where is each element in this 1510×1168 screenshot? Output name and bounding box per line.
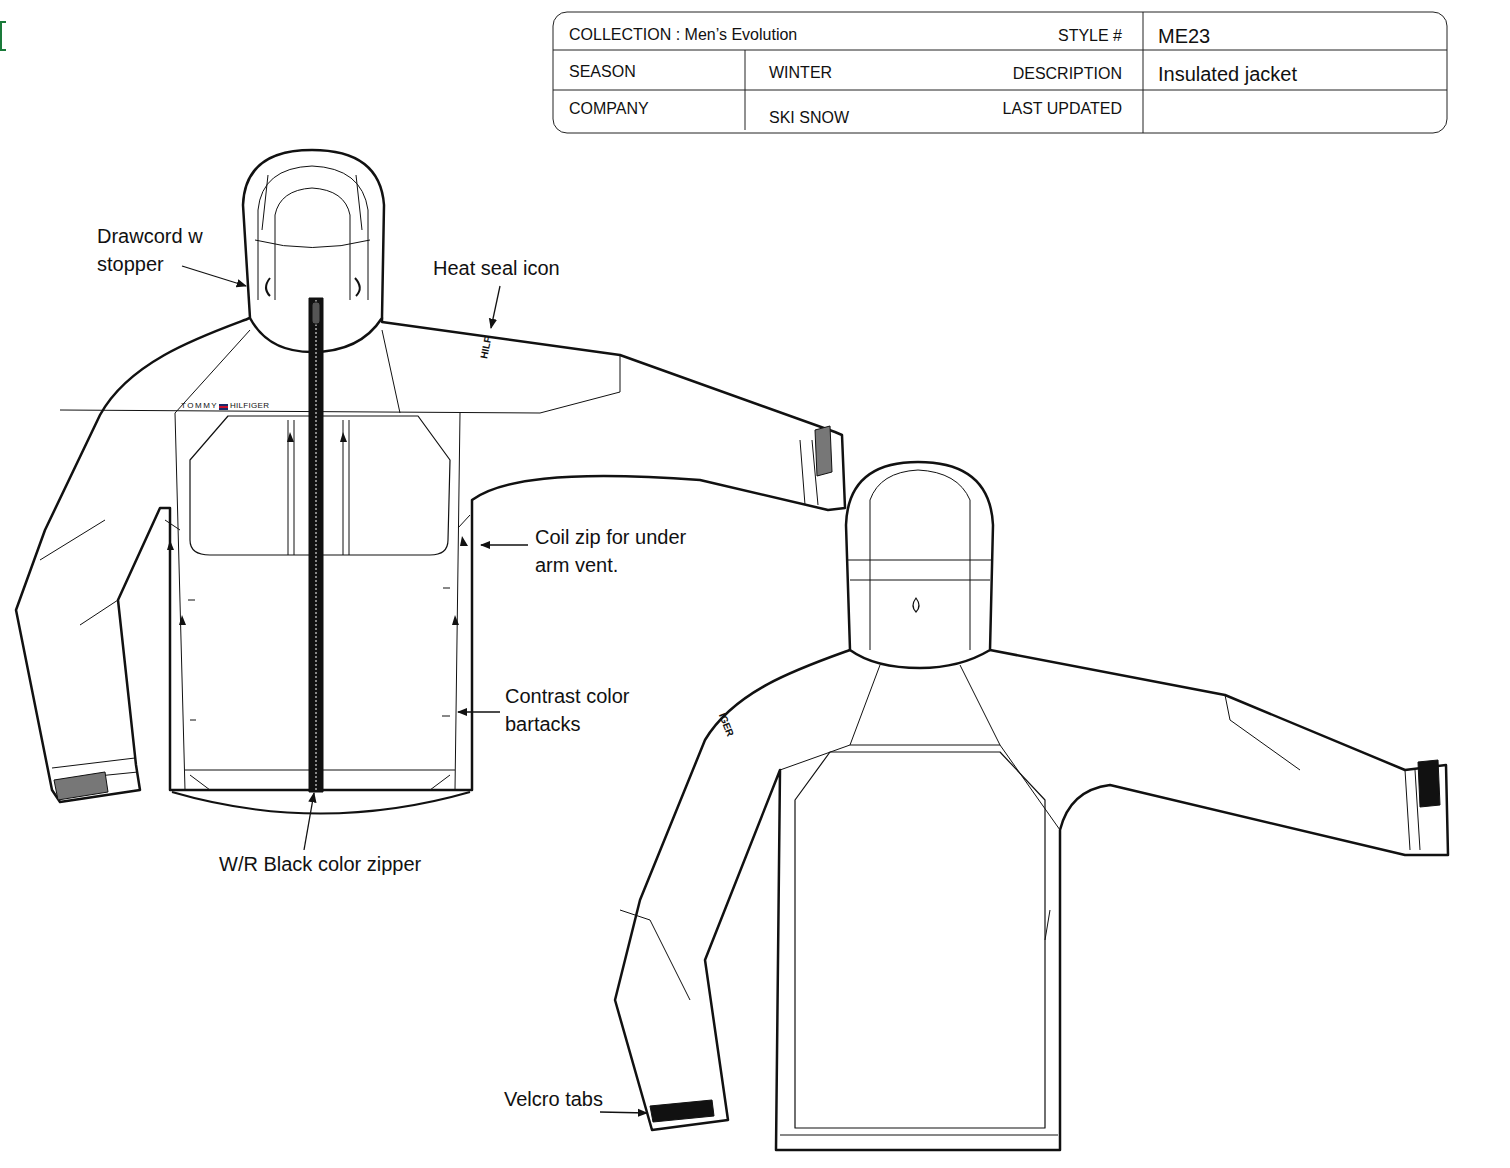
back-outline [615, 650, 1448, 1150]
logo-text: HILFIGER [230, 401, 269, 412]
hood-stopper [913, 598, 919, 612]
front-seams [40, 330, 818, 790]
callout-label: Coil zip for under arm vent. [535, 523, 725, 579]
heat-seal-logo: IGER [715, 711, 737, 739]
logo-text: TOMMY [181, 401, 218, 412]
table-cell: STYLE # [1058, 25, 1122, 47]
callout-label: Heat seal icon [433, 255, 560, 282]
front-view [16, 150, 845, 814]
front-hem [172, 792, 470, 814]
leader-line [481, 544, 528, 545]
heat-seal-logo: HILF [477, 336, 495, 361]
leader-line [304, 793, 314, 850]
back-view [615, 462, 1448, 1150]
spec-table [553, 12, 1447, 133]
table-cell: SKI SNOW [769, 107, 849, 129]
cuff-tab [1418, 760, 1440, 807]
cuff-tab [54, 772, 108, 800]
back-panel [795, 752, 1045, 1128]
leader-line [182, 266, 246, 286]
front-hood [243, 150, 384, 352]
zip-puller [312, 302, 320, 324]
callout-label: Drawcord w stopper [97, 222, 232, 278]
table-cell: Insulated jacket [1158, 61, 1297, 88]
back-hood-seams [848, 470, 992, 650]
back-hood [846, 462, 993, 668]
drawcord [266, 278, 360, 296]
table-cell: COMPANY [569, 98, 649, 120]
cuff-tab [650, 1100, 714, 1122]
leader-line [458, 711, 500, 712]
leader-line [491, 286, 500, 328]
hood-seams [255, 166, 370, 300]
cuff-tab [815, 426, 832, 476]
table-cell: LAST UPDATED [1003, 98, 1122, 120]
zipper-teeth [315, 300, 317, 790]
back-hem [780, 1135, 1058, 1136]
logo-flag [219, 404, 228, 410]
corner-mark [0, 22, 6, 50]
table-cell: WINTER [769, 62, 832, 84]
table-cell: ME23 [1158, 23, 1210, 50]
table-cell: COLLECTION : Men’s Evolution [569, 24, 797, 46]
back-seams [620, 665, 1420, 1000]
leader-line [600, 1112, 647, 1113]
front-zipper [309, 298, 323, 792]
table-cell: SEASON [569, 61, 636, 83]
callout-label: Velcro tabs [504, 1086, 603, 1113]
front-outline [16, 318, 845, 802]
callout-label: W/R Black color zipper [219, 851, 421, 878]
table-cell: DESCRIPTION [1013, 63, 1122, 85]
callout-label: Contrast color bartacks [505, 682, 655, 738]
